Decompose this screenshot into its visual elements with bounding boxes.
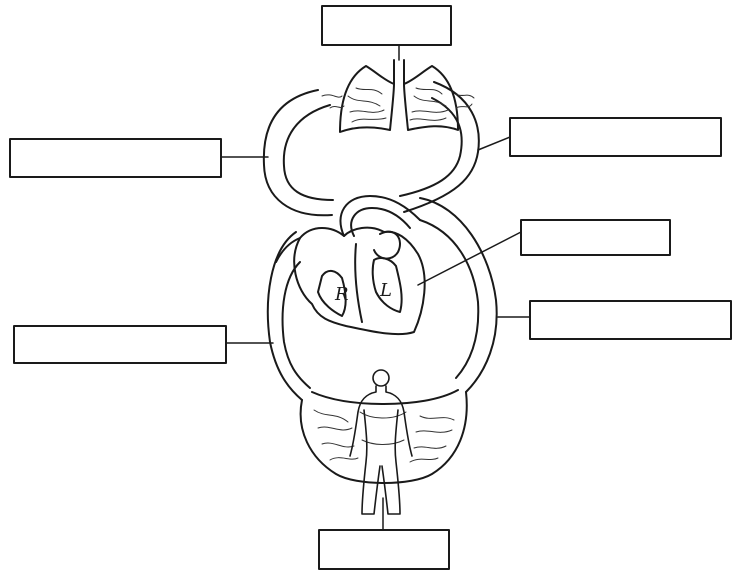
heart-label-right: R	[334, 284, 349, 305]
heart-outline	[294, 228, 424, 335]
systemic-vessel-right-outer	[420, 198, 497, 392]
label-box-lower-left[interactable]	[14, 326, 226, 363]
label-boxes	[10, 6, 731, 569]
pulmonary-vessel-left-inner	[284, 105, 333, 200]
human-figure-icon	[350, 370, 412, 514]
lungs	[322, 60, 474, 132]
left-lung	[340, 66, 394, 132]
label-box-upper-left[interactable]	[10, 139, 221, 177]
label-box-middle-right[interactable]	[521, 220, 670, 255]
body-capillaries	[314, 410, 454, 462]
figure-head	[373, 370, 389, 386]
trachea	[394, 60, 404, 84]
systemic-vessel-right-inner	[420, 220, 478, 378]
label-box-top[interactable]	[322, 6, 451, 45]
leader-line-middle-right	[418, 232, 521, 285]
capillary-bed-inner	[312, 390, 458, 404]
body-capillary-bed	[301, 390, 467, 483]
label-box-lower-right[interactable]	[530, 301, 731, 339]
pulmonary-vessel-right-inner	[400, 98, 462, 196]
capillary-bed-outline	[301, 392, 467, 483]
label-box-bottom[interactable]	[319, 530, 449, 569]
septum	[355, 244, 362, 322]
left-atrium	[374, 232, 400, 259]
heart-label-left: L	[379, 280, 392, 301]
figure-body	[350, 386, 412, 514]
label-box-upper-right[interactable]	[510, 118, 721, 156]
leader-line-upper-right	[478, 137, 510, 150]
